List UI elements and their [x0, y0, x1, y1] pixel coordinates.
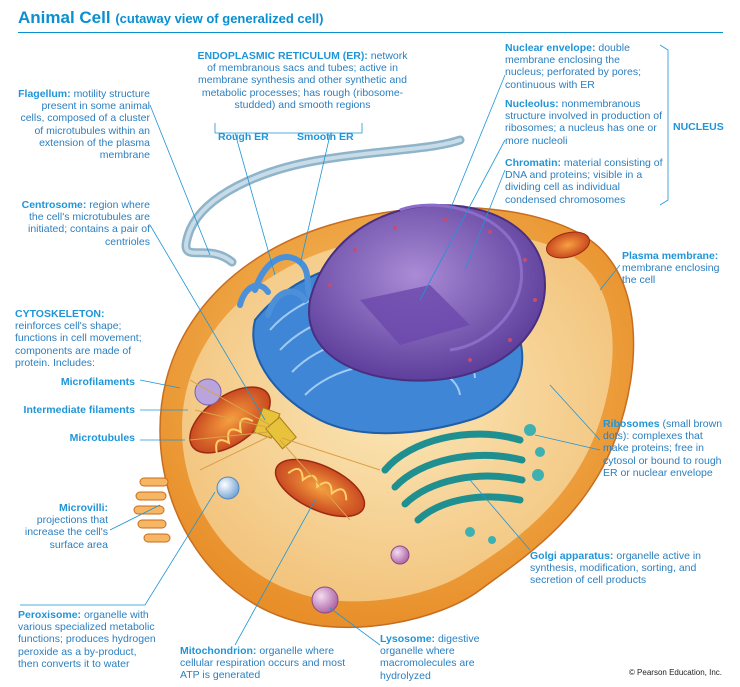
nucleolus-shape [360, 285, 470, 345]
nucleolus-text: nonmembranous structure involved in prod… [505, 98, 663, 147]
microtubules-label: Microtubules [69, 432, 135, 444]
intermediate-filaments-label: Intermediate filaments [23, 404, 135, 416]
ribosomes-label: Ribosomes (small brown dots): complexes … [603, 418, 728, 479]
copyright-notice: © Pearson Education, Inc. [628, 668, 722, 677]
lysosome-label: Lysosome: digestive organelle where macr… [380, 633, 500, 682]
centrosome-shape [253, 407, 297, 450]
peroxisome-name: Peroxisome: [18, 609, 82, 621]
peroxisome-label: Peroxisome: organelle with various speci… [18, 609, 158, 670]
chromatin-label: Chromatin: material consisting of DNA an… [505, 157, 663, 206]
centrosome-label: Centrosome: region where the cell's micr… [15, 199, 150, 248]
lysosome-text: digestive organelle where macromolecules… [380, 633, 480, 682]
ribosomes-text: (small brown dots): complexes that make … [603, 418, 723, 479]
nuclear-envelope-name: Nuclear envelope: [505, 42, 596, 54]
cytoskeleton-lines [189, 379, 381, 521]
microvilli-name: Microvilli: [58, 502, 108, 514]
smooth-er-shape [237, 254, 321, 318]
flagellum-label: Flagellum: motility structure present in… [15, 88, 150, 161]
rough-er-label: Rough ER [218, 131, 269, 143]
mitochondrion-shape-2 [274, 458, 366, 518]
er-label-text: network of membranous sacs and tubes; ac… [198, 50, 408, 111]
chromatin-name: Chromatin: [505, 157, 561, 169]
mitochondrion-text: organelle where cellular respiration occ… [180, 645, 346, 682]
cytoskeleton-label: CYTOSKELETON: reinforces cell's shape; f… [15, 308, 165, 369]
microvilli-shape [133, 477, 171, 543]
plasma-membrane-name: Plasma membrane: [622, 250, 719, 262]
microvilli-text: projections that increase the cell's sur… [24, 514, 108, 551]
er-label-name: ENDOPLASMIC RETICULUM (ER): [197, 50, 368, 62]
title-text: Animal Cell [18, 8, 111, 27]
plasma-membrane-text: membrane enclosing the cell [622, 262, 720, 287]
subtitle-text: (cutaway view of generalized cell) [115, 11, 324, 26]
golgi-label: Golgi apparatus: organelle active in syn… [530, 550, 715, 587]
leader-lines [20, 44, 669, 646]
golgi-text: organelle active in synthesis, modificat… [530, 550, 701, 587]
nuclear-envelope-text: double membrane enclosing the nucleus; p… [505, 42, 641, 91]
nuclear-envelope-label: Nuclear envelope: double membrane enclos… [505, 42, 660, 91]
ribosomes-name: Ribosomes [603, 418, 660, 430]
microvilli-label: Microvilli: projections that increase th… [15, 502, 108, 551]
golgi-shape [381, 430, 526, 524]
cytoskeleton-text: reinforces cell's shape; functions in ce… [15, 320, 142, 369]
mitochondrion-name: Mitochondrion: [180, 645, 257, 657]
lysosome-name: Lysosome: [380, 633, 436, 645]
lysosome-shape [311, 586, 339, 614]
title-rule [18, 32, 723, 33]
centrosome-text: region where the cell's microtubules are… [28, 199, 150, 248]
peroxisome-shape [194, 378, 222, 406]
plasma-membrane-label: Plasma membrane: membrane enclosing the … [622, 250, 732, 287]
page-title: Animal Cell (cutaway view of generalized… [18, 8, 323, 28]
er-label: ENDOPLASMIC RETICULUM (ER): network of m… [195, 50, 410, 111]
flagellum-name: Flagellum: [18, 88, 71, 100]
nucleus-label: NUCLEUS [673, 121, 724, 133]
smooth-er-label: Smooth ER [297, 131, 354, 143]
peroxisome-text: organelle with various specialized metab… [18, 609, 156, 670]
nucleolus-name: Nucleolus: [505, 98, 559, 110]
centrosome-name: Centrosome: [21, 199, 87, 211]
mitochondrion-label: Mitochondrion: organelle where cellular … [180, 645, 355, 682]
golgi-name: Golgi apparatus: [530, 550, 614, 562]
cytoskeleton-name: CYTOSKELETON: [15, 308, 105, 320]
flagellum-text: motility structure present in some anima… [20, 88, 150, 162]
chromatin-text: material consisting of DNA and proteins;… [505, 157, 663, 206]
microfilaments-label: Microfilaments [60, 376, 135, 388]
nucleolus-label: Nucleolus: nonmembranous structure invol… [505, 98, 663, 147]
